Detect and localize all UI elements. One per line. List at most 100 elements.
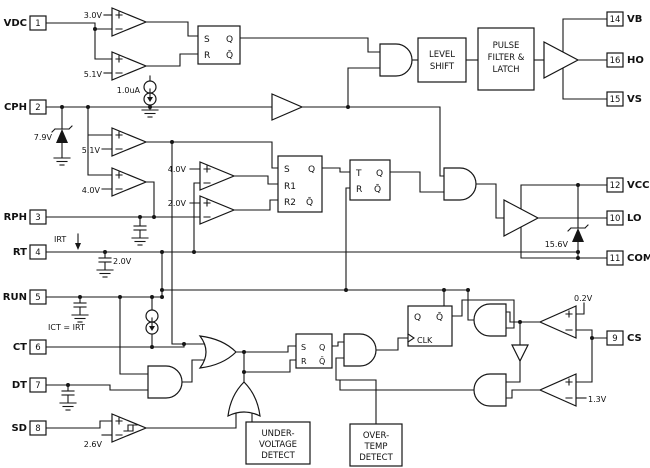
ground-icon (96, 269, 114, 278)
ref-5v1-cph: 5.1V (82, 146, 101, 155)
or-gate-fault-icon (198, 335, 237, 369)
ref-irt: IRT (54, 235, 66, 244)
pin-box-vs (606, 91, 624, 107)
pin-box-vcc (606, 177, 624, 193)
fault-r: R (301, 357, 307, 366)
ref-2v0-rt: 2.0V (113, 257, 132, 266)
pin-box-cs (606, 330, 624, 346)
pin-label-com: COM (627, 253, 650, 264)
current-source-1ua-icon (143, 80, 157, 106)
comparator-4v0-cph-icon (111, 167, 148, 197)
lo-driver-icon (503, 199, 540, 237)
pin-label-vcc: VCC (627, 180, 649, 191)
pulse-filter-latch-block (477, 27, 535, 91)
ot-detect-text: OVER- (363, 431, 389, 441)
tff-q: Q (376, 169, 383, 179)
pin-number-com: 11 (610, 254, 621, 264)
t-flipflop (349, 159, 391, 201)
pulse-filter-text: LATCH (492, 65, 519, 75)
tff-r: R (356, 185, 362, 195)
sr2-r2: R2 (284, 198, 296, 208)
pin-label-cph: CPH (4, 102, 27, 113)
pin-box-rph (29, 209, 47, 225)
fault-q: Q (319, 343, 325, 352)
sr2-s: S (284, 165, 290, 175)
components (29, 7, 624, 467)
and-gate-cs-bottom-icon (473, 373, 507, 407)
tff-qb: Q̄ (374, 183, 381, 195)
sr2-q: Q (308, 165, 315, 175)
uv-detect-text: UNDER- (261, 429, 294, 439)
pin-box-run (29, 289, 47, 305)
ref-15v6: 15.6V (545, 240, 569, 249)
ref-4v0-cph: 4.0V (82, 186, 101, 195)
fault-s: S (301, 343, 306, 352)
comparator-5v1-vdc-icon (111, 51, 148, 81)
ho-driver-icon (543, 41, 580, 79)
sr1-qb: Q̄ (226, 49, 233, 61)
pin-label-ct: CT (13, 342, 27, 353)
current-source-ict-icon (145, 309, 159, 335)
level-shift-block (417, 37, 467, 83)
pin-label-sd: SD (11, 423, 27, 434)
comparator-sd-2v6-icon (111, 413, 148, 443)
pin-number-vb: 14 (610, 15, 621, 25)
ground-icon (131, 237, 149, 246)
inverter-icon (511, 344, 529, 363)
uv-detect-text: VOLTAGE (259, 440, 297, 450)
pin-number-ho: 16 (610, 56, 621, 66)
pin-box-vdc (29, 15, 47, 31)
cph-buffer-icon (271, 93, 304, 121)
pin-box-lo (606, 210, 624, 226)
pulse-filter-text: FILTER & (488, 53, 525, 63)
junction-dots (60, 27, 594, 387)
comparator-cs-1v3-icon (538, 373, 577, 407)
pin-label-vdc: VDC (4, 18, 27, 29)
level-shift-text: LEVEL (429, 50, 455, 60)
comparator-4v0-osc-icon (199, 161, 236, 191)
pin-box-com (606, 250, 624, 266)
pin-box-dt (29, 377, 47, 393)
or-gate-shutdown-icon (227, 381, 261, 418)
pin-box-rt (29, 244, 47, 260)
pin-number-sd: 8 (35, 424, 40, 434)
ground-icon (71, 314, 89, 323)
fault-qb: Q̄ (319, 356, 325, 366)
pin-label-run: RUN (3, 292, 27, 303)
clkff-clk: CLK (417, 336, 433, 345)
pin-number-cs: 9 (612, 334, 617, 344)
pin-label-vb: VB (627, 14, 642, 25)
ref-5v1-vdc: 5.1V (84, 70, 103, 79)
and-gate-dt-icon (147, 365, 183, 399)
sr-latch-osc (277, 155, 323, 213)
ref-3v0: 3.0V (84, 11, 103, 20)
pin-label-cs: CS (627, 333, 642, 344)
pin-box-cph (29, 99, 47, 115)
ot-detect-text: TEMP (363, 442, 387, 452)
pulse-filter-text: PULSE (493, 41, 520, 51)
clkff-qb: Q̄ (436, 311, 443, 323)
ref-2v6: 2.6V (84, 440, 103, 449)
sr1-s: S (204, 35, 210, 45)
pin-label-rph: RPH (4, 212, 27, 223)
ref-1ua: 1.0uA (117, 86, 141, 95)
pin-label-lo: LO (627, 213, 642, 224)
sr2-qb: Q̄ (306, 196, 313, 208)
level-shift-text: SHIFT (430, 62, 455, 72)
clkff-q: Q (414, 313, 421, 323)
and-gate-lo-icon (443, 167, 477, 201)
comparator-5v1-cph-icon (111, 127, 148, 157)
pin-number-lo: 10 (610, 214, 621, 224)
run-capacitor-icon (73, 302, 87, 308)
dt-capacitor-icon (61, 390, 75, 396)
pin-number-cph: 2 (35, 103, 40, 113)
pin-box-sd (29, 420, 47, 436)
rt-capacitor-icon (98, 257, 112, 263)
clk-flipflop (407, 305, 453, 347)
ref-ict: ICT = IRT (48, 323, 85, 332)
over-temp-detect-block (349, 423, 403, 467)
pin-number-rt: 4 (35, 248, 40, 258)
ref-7v9: 7.9V (34, 133, 53, 142)
